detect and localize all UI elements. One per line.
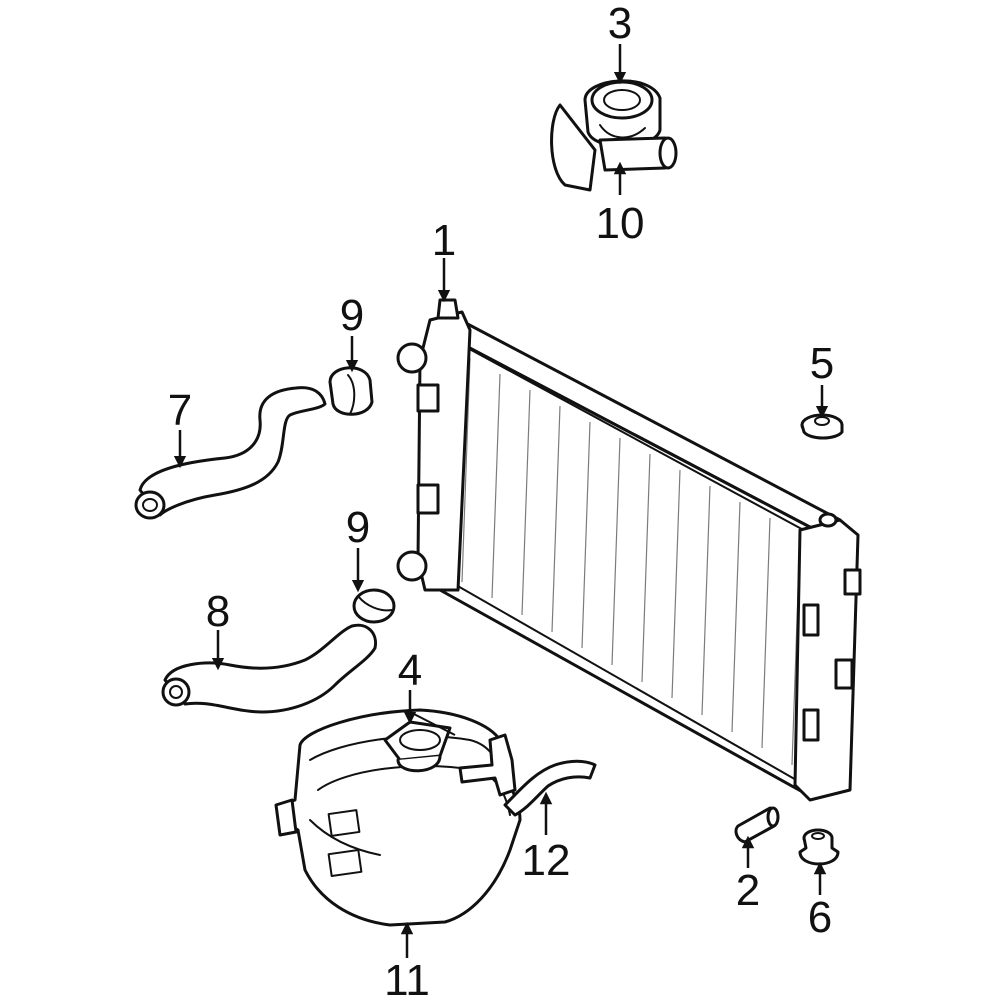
upper-radiator-hose — [134, 386, 327, 520]
radiator — [396, 298, 862, 802]
leader-4-diag — [409, 711, 456, 736]
callout-8: 8 — [206, 587, 230, 636]
upper-insulator — [800, 413, 844, 440]
callout-9-upper: 9 — [340, 291, 364, 340]
callout-10: 10 — [596, 199, 645, 248]
callout-1: 1 — [432, 216, 456, 265]
callout-7: 7 — [168, 386, 192, 435]
filler-neck-housing — [550, 79, 678, 192]
leader-lines — [173, 44, 829, 958]
callout-12: 12 — [522, 836, 571, 885]
callout-5: 5 — [810, 339, 834, 388]
callout-11: 11 — [384, 956, 430, 1000]
drain-plug — [734, 806, 780, 844]
callout-9-lower: 9 — [346, 503, 370, 552]
lower-insulator — [798, 828, 840, 866]
hose-clamp-upper — [328, 366, 374, 416]
callout-3: 3 — [608, 0, 632, 48]
hose-clamp-lower — [352, 588, 396, 624]
callout-2: 2 — [736, 866, 760, 915]
lower-radiator-hose — [161, 623, 378, 714]
callout-4: 4 — [398, 646, 422, 695]
coolant-reservoir — [274, 708, 597, 927]
callout-6: 6 — [808, 893, 832, 942]
